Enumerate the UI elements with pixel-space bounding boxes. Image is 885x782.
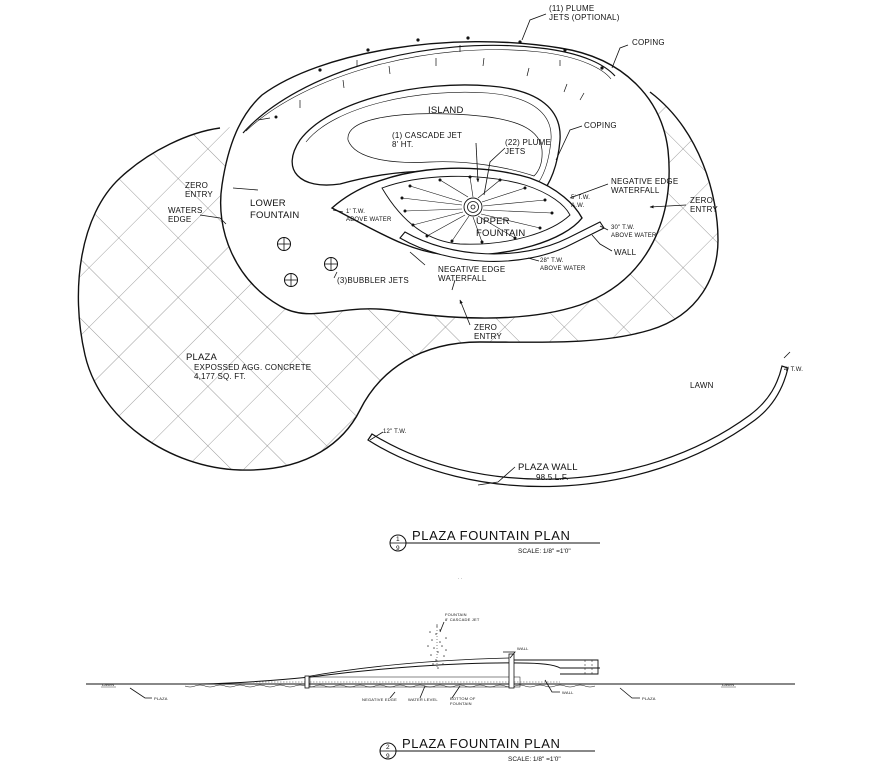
- section-water-texture: [184, 684, 596, 688]
- section-plaza-left-label: PLAZA: [154, 696, 168, 701]
- lawn-label: LAWN: [690, 381, 714, 390]
- section-plaza-right-label: PLAZA: [642, 696, 656, 701]
- plan-title: PLAZA FOUNTAIN PLAN: [412, 528, 571, 543]
- section-wall-top-label: WALL: [517, 646, 529, 651]
- island-coping: [291, 84, 561, 196]
- plan-title-block: 1 9 PLAZA FOUNTAIN PLAN SCALE: 1/8" =1'0…: [389, 528, 600, 555]
- section-title-block: 2 9 PLAZA FOUNTAIN PLAN SCALE: 1/8" =1'0…: [379, 736, 595, 763]
- cascade-jet-spray: [427, 625, 447, 669]
- four-tw-label: 4' T.W.: [784, 367, 803, 373]
- upper-fountain-inner: [381, 175, 571, 245]
- bubbler-jets-label: (3)BUBBLER JETS: [337, 276, 409, 285]
- leaders: [199, 13, 791, 486]
- thirty-tw-label: 30" T.W.ABOVE WATER: [611, 225, 657, 239]
- section-title: PLAZA FOUNTAIN PLAN: [402, 736, 561, 751]
- fountain-section: [86, 621, 795, 699]
- bubbler-jets: [277, 237, 338, 287]
- section-sheet-number: 9: [386, 753, 390, 760]
- section-detail-number: 2: [386, 744, 390, 751]
- plume-jets-22: [400, 175, 554, 244]
- coping-outer: [242, 44, 616, 134]
- upper-fountain: [330, 167, 605, 262]
- coping-right-label: COPING: [584, 121, 617, 130]
- bubbler-jet-icon: [324, 257, 338, 271]
- coping-top-label: COPING: [632, 38, 665, 47]
- section-wall-right: [508, 653, 515, 689]
- plan-sheet-number: 9: [396, 545, 400, 552]
- island-inner: [305, 91, 552, 188]
- cascade-jet-icon: [463, 197, 483, 217]
- island-label: ISLAND: [428, 105, 464, 116]
- section-wall-left: [304, 675, 310, 689]
- plaza-wall: [367, 365, 789, 488]
- section-lower-top: [304, 657, 511, 678]
- bubbler-jet-icon: [277, 237, 291, 251]
- wall-label: WALL: [614, 248, 637, 257]
- twelve-tw-label: 12" T.W.: [383, 429, 407, 435]
- section-negative-edge-label: NEGATIVE EDGE: [362, 697, 397, 702]
- bubbler-jet-icon: [284, 273, 298, 287]
- section-water-level-label: WATER LEVEL: [408, 697, 438, 702]
- one-tw-label: 1' T.W.ABOVE WATER: [346, 209, 392, 223]
- plan-scale: SCALE: 1/8" =1'0": [518, 548, 571, 555]
- section-wall-bottom-label: WALL: [562, 690, 574, 695]
- plume-jets-optional: [257, 36, 604, 121]
- section-scale: SCALE: 1/8" =1'0": [508, 756, 561, 763]
- section-lawn-right-label: LAWN: [722, 682, 734, 687]
- island-contour: [347, 113, 543, 177]
- section-ground-profile: [199, 662, 600, 685]
- twentyeight-tw-label: 28" T.W.ABOVE WATER: [540, 258, 586, 272]
- small-mark: · ·: [458, 576, 462, 581]
- section-lawn-left-label: LAWN: [102, 682, 114, 687]
- plan-detail-number: 1: [396, 536, 400, 543]
- section-upper-wall: [514, 659, 599, 675]
- five-tw-label: 5' T.W.A.W.: [571, 195, 590, 209]
